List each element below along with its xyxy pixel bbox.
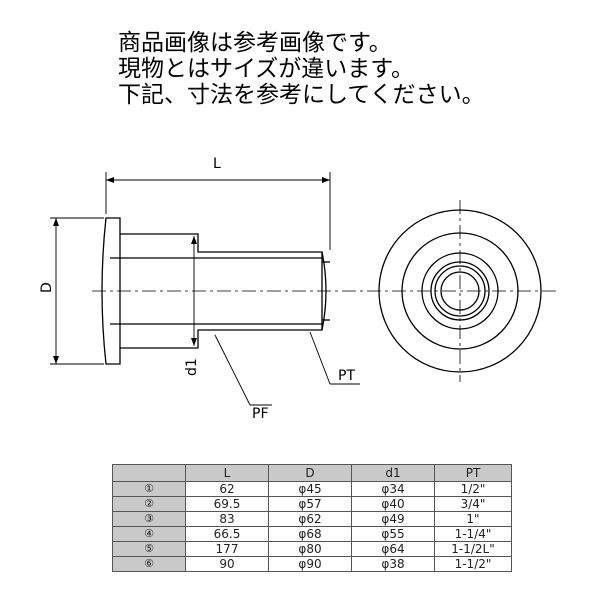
table-cell: φ49	[351, 511, 435, 527]
table-cell: 1/2"	[434, 481, 512, 497]
notice-line-3: 下記、寸法を参考にしてください。	[118, 82, 485, 108]
table-cell: φ40	[351, 496, 435, 512]
table-cell: ④	[112, 526, 186, 542]
fitting-end-view	[378, 209, 542, 373]
table-header-cell: PT	[434, 464, 512, 482]
table-cell: φ64	[351, 541, 435, 557]
table-cell: 90	[185, 556, 269, 572]
table-cell: ③	[112, 511, 186, 527]
dimension-table: L D d1 PT ① 62 φ45 φ34 1/2" ② 69.5 φ57 φ…	[112, 464, 512, 572]
technical-drawing: L D d1 PF PT	[39, 156, 560, 422]
table-header-cell	[112, 464, 186, 482]
notice-line-2: 現物とはサイズが違います。	[118, 56, 415, 82]
table-cell: φ34	[351, 481, 435, 497]
label-L: L	[213, 156, 221, 172]
leader-PF	[214, 334, 251, 406]
notice-text: 商品画像は参考画像です。 現物とはサイズが違います。 下記、寸法を参考にしてくだ…	[118, 30, 588, 108]
fitting-side-outline	[101, 217, 323, 365]
table-cell: 1-1/2L"	[434, 541, 512, 557]
label-D: D	[39, 282, 55, 293]
table-cell: ②	[112, 496, 186, 512]
table-cell: 1-1/4"	[434, 526, 512, 542]
leader-PT	[309, 331, 331, 385]
table-cell: ⑥	[112, 556, 186, 572]
table-header-row: L D d1 PT	[112, 464, 512, 482]
table-cell: φ38	[351, 556, 435, 572]
table-header-cell: L	[185, 464, 269, 482]
table-cell: 69.5	[185, 496, 269, 512]
table-cell: 177	[185, 541, 269, 557]
table-cell: 83	[185, 511, 269, 527]
table-row: ③ 83 φ62 φ49 1"	[112, 511, 512, 527]
table-cell: ⑤	[112, 541, 186, 557]
table-header-cell: d1	[351, 464, 435, 482]
table-cell: φ57	[268, 496, 352, 512]
table-cell: φ68	[268, 526, 352, 542]
notice-line-1: 商品画像は参考画像です。	[118, 30, 392, 56]
table-row: ② 69.5 φ57 φ40 3/4"	[112, 496, 512, 512]
table-cell: φ45	[268, 481, 352, 497]
table-cell: 66.5	[185, 526, 269, 542]
table-cell: ①	[112, 481, 186, 497]
table-cell: 3/4"	[434, 496, 512, 512]
table-cell: 1"	[434, 511, 512, 527]
table-row: ④ 66.5 φ68 φ55 1-1/4"	[112, 526, 512, 542]
table-cell: 1-1/2"	[434, 556, 512, 572]
label-d1: d1	[184, 358, 200, 376]
table-cell: φ62	[268, 511, 352, 527]
table-header-cell: D	[268, 464, 352, 482]
label-PT: PT	[338, 368, 355, 384]
table-cell: φ90	[268, 556, 352, 572]
label-PF: PF	[252, 406, 269, 422]
table-row: ① 62 φ45 φ34 1/2"	[112, 481, 512, 497]
table-row: ⑤ 177 φ80 φ64 1-1/2L"	[112, 541, 512, 557]
table-row: ⑥ 90 φ90 φ38 1-1/2"	[112, 556, 512, 572]
table-cell: φ55	[351, 526, 435, 542]
table-cell: φ80	[268, 541, 352, 557]
table-cell: 62	[185, 481, 269, 497]
